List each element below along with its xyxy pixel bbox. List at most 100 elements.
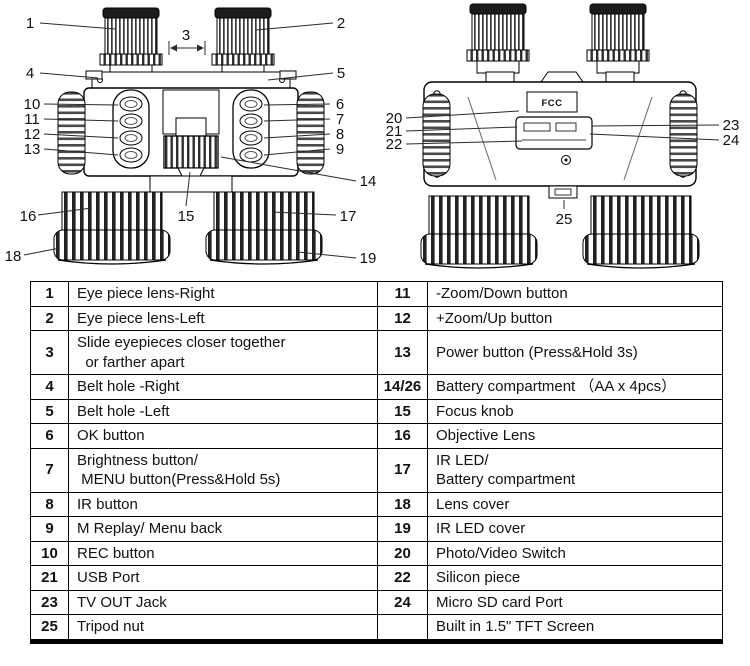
table-row: 6 OK button 16 Objective Lens	[30, 423, 723, 449]
callout-13: 13	[24, 141, 41, 158]
callout-8: 8	[336, 126, 344, 143]
part-number-cell: 2	[30, 305, 69, 331]
table-row: 4 Belt hole -Right 14/26 Battery compart…	[30, 374, 723, 400]
binoculars-front-view	[53, 7, 325, 265]
part-number-cell: 6	[30, 423, 69, 449]
fcc-label: FCC	[541, 98, 562, 109]
callout-11: 11	[24, 111, 40, 128]
part-number-cell: 1	[30, 281, 69, 307]
part-desc-cell: Belt hole -Left	[68, 398, 378, 424]
callout-6: 6	[336, 96, 344, 113]
part-desc-cell: Slide eyepieces closer together or farth…	[68, 330, 378, 375]
callout-16: 16	[20, 208, 37, 225]
part-desc-cell: OK button	[68, 423, 378, 449]
part-desc-cell: Battery compartment （AA x 4pcs）	[427, 374, 723, 400]
part-desc-cell: IR button	[68, 491, 378, 517]
part-number-cell	[377, 614, 428, 642]
part-number-cell: 15	[377, 398, 428, 424]
part-number-cell: 20	[377, 540, 428, 566]
binoculars-rear-view: FCC	[420, 3, 700, 269]
part-number-cell: 25	[30, 614, 69, 642]
part-number-cell: 9	[30, 516, 69, 542]
part-number-cell: 8	[30, 491, 69, 517]
part-desc-cell: M Replay/ Menu back	[68, 516, 378, 542]
part-number-cell: 11	[377, 281, 428, 307]
part-number-cell: 3	[30, 330, 69, 375]
part-desc-cell: Belt hole -Right	[68, 374, 378, 400]
part-desc-cell: Silicon piece	[427, 565, 723, 591]
callout-numbers: 1 2 3 4 5 6 7 8 9 10 11 12 13 14 15 16 1…	[5, 15, 740, 267]
table-row: 5 Belt hole -Left 15 Focus knob	[30, 398, 723, 424]
arrow-right-icon	[197, 44, 204, 52]
part-desc-cell: Power button (Press&Hold 3s)	[427, 330, 723, 375]
part-number-cell: 7	[30, 447, 69, 493]
part-number-cell: 18	[377, 491, 428, 517]
part-desc-cell: Objective Lens	[427, 423, 723, 449]
part-number-cell: 19	[377, 516, 428, 542]
callout-lines	[23, 22, 720, 259]
part-desc-cell: USB Port	[68, 565, 378, 591]
callout-22: 22	[386, 136, 403, 153]
callout-10: 10	[24, 96, 41, 113]
part-desc-cell: +Zoom/Up button	[427, 305, 723, 331]
table-row: 21 USB Port 22 Silicon piece	[30, 565, 723, 591]
callout-4: 4	[26, 65, 34, 82]
part-desc-cell: IR LED cover	[427, 516, 723, 542]
part-desc-cell: Tripod nut	[68, 614, 378, 642]
binoculars-diagram: FCC	[5, 3, 740, 269]
callout-18: 18	[5, 248, 22, 265]
part-desc-cell: Lens cover	[427, 491, 723, 517]
callout-2: 2	[337, 15, 345, 32]
callout-25: 25	[556, 211, 573, 228]
part-desc-cell: -Zoom/Down button	[427, 281, 723, 307]
tripod-nut	[548, 185, 578, 199]
part-number-cell: 10	[30, 540, 69, 566]
table-row: 23 TV OUT Jack 24 Micro SD card Port	[30, 589, 723, 615]
parts-table: 1 Eye piece lens-Right 11 -Zoom/Down but…	[30, 281, 723, 644]
callout-20: 20	[386, 110, 403, 127]
screw-icon	[561, 155, 571, 165]
callout-9: 9	[336, 141, 344, 158]
part-desc-cell: Focus knob	[427, 398, 723, 424]
callout-24: 24	[723, 132, 740, 149]
part-number-cell: 12	[377, 305, 428, 331]
callout-1: 1	[26, 15, 34, 32]
part-number-cell: 14/26	[377, 374, 428, 400]
part-desc-cell: Built in 1.5" TFT Screen	[427, 614, 723, 642]
part-number-cell: 22	[377, 565, 428, 591]
part-desc-cell: REC button	[68, 540, 378, 566]
callout-15: 15	[178, 208, 195, 225]
port-door	[515, 116, 593, 150]
table-row: 1 Eye piece lens-Right 11 -Zoom/Down but…	[30, 281, 723, 307]
part-number-cell: 24	[377, 589, 428, 615]
part-desc-cell: Eye piece lens-Left	[68, 305, 378, 331]
callout-19: 19	[360, 250, 377, 267]
table-row: 9 M Replay/ Menu back 19 IR LED cover	[30, 516, 723, 542]
callout-21: 21	[386, 123, 403, 140]
part-desc-cell: Micro SD card Port	[427, 589, 723, 615]
callout-14: 14	[360, 173, 377, 190]
part-number-cell: 17	[377, 447, 428, 493]
part-number-cell: 4	[30, 374, 69, 400]
callout-7: 7	[336, 111, 344, 128]
callout-12: 12	[24, 126, 41, 143]
table-row: 2 Eye piece lens-Left 12 +Zoom/Up button	[30, 305, 723, 331]
callout-17: 17	[340, 208, 357, 225]
callout-5: 5	[337, 65, 345, 82]
part-desc-cell: Brightness button/ MENU button(Press&Hol…	[68, 447, 378, 493]
part-number-cell: 5	[30, 398, 69, 424]
table-row: 7 Brightness button/ MENU button(Press&H…	[30, 447, 723, 493]
fcc-panel	[526, 91, 578, 113]
part-number-cell: 13	[377, 330, 428, 375]
table-row: 25 Tripod nut Built in 1.5" TFT Screen	[30, 614, 723, 642]
part-number-cell: 23	[30, 589, 69, 615]
callout-3: 3	[182, 27, 190, 44]
part-number-cell: 16	[377, 423, 428, 449]
table-row: 8 IR button 18 Lens cover	[30, 491, 723, 517]
part-desc-cell: Photo/Video Switch	[427, 540, 723, 566]
arrow-left-icon	[170, 44, 177, 52]
part-desc-cell: IR LED/ Battery compartment	[427, 447, 723, 493]
table-row: 3 Slide eyepieces closer together or far…	[30, 330, 723, 375]
table-row: 10 REC button 20 Photo/Video Switch	[30, 540, 723, 566]
